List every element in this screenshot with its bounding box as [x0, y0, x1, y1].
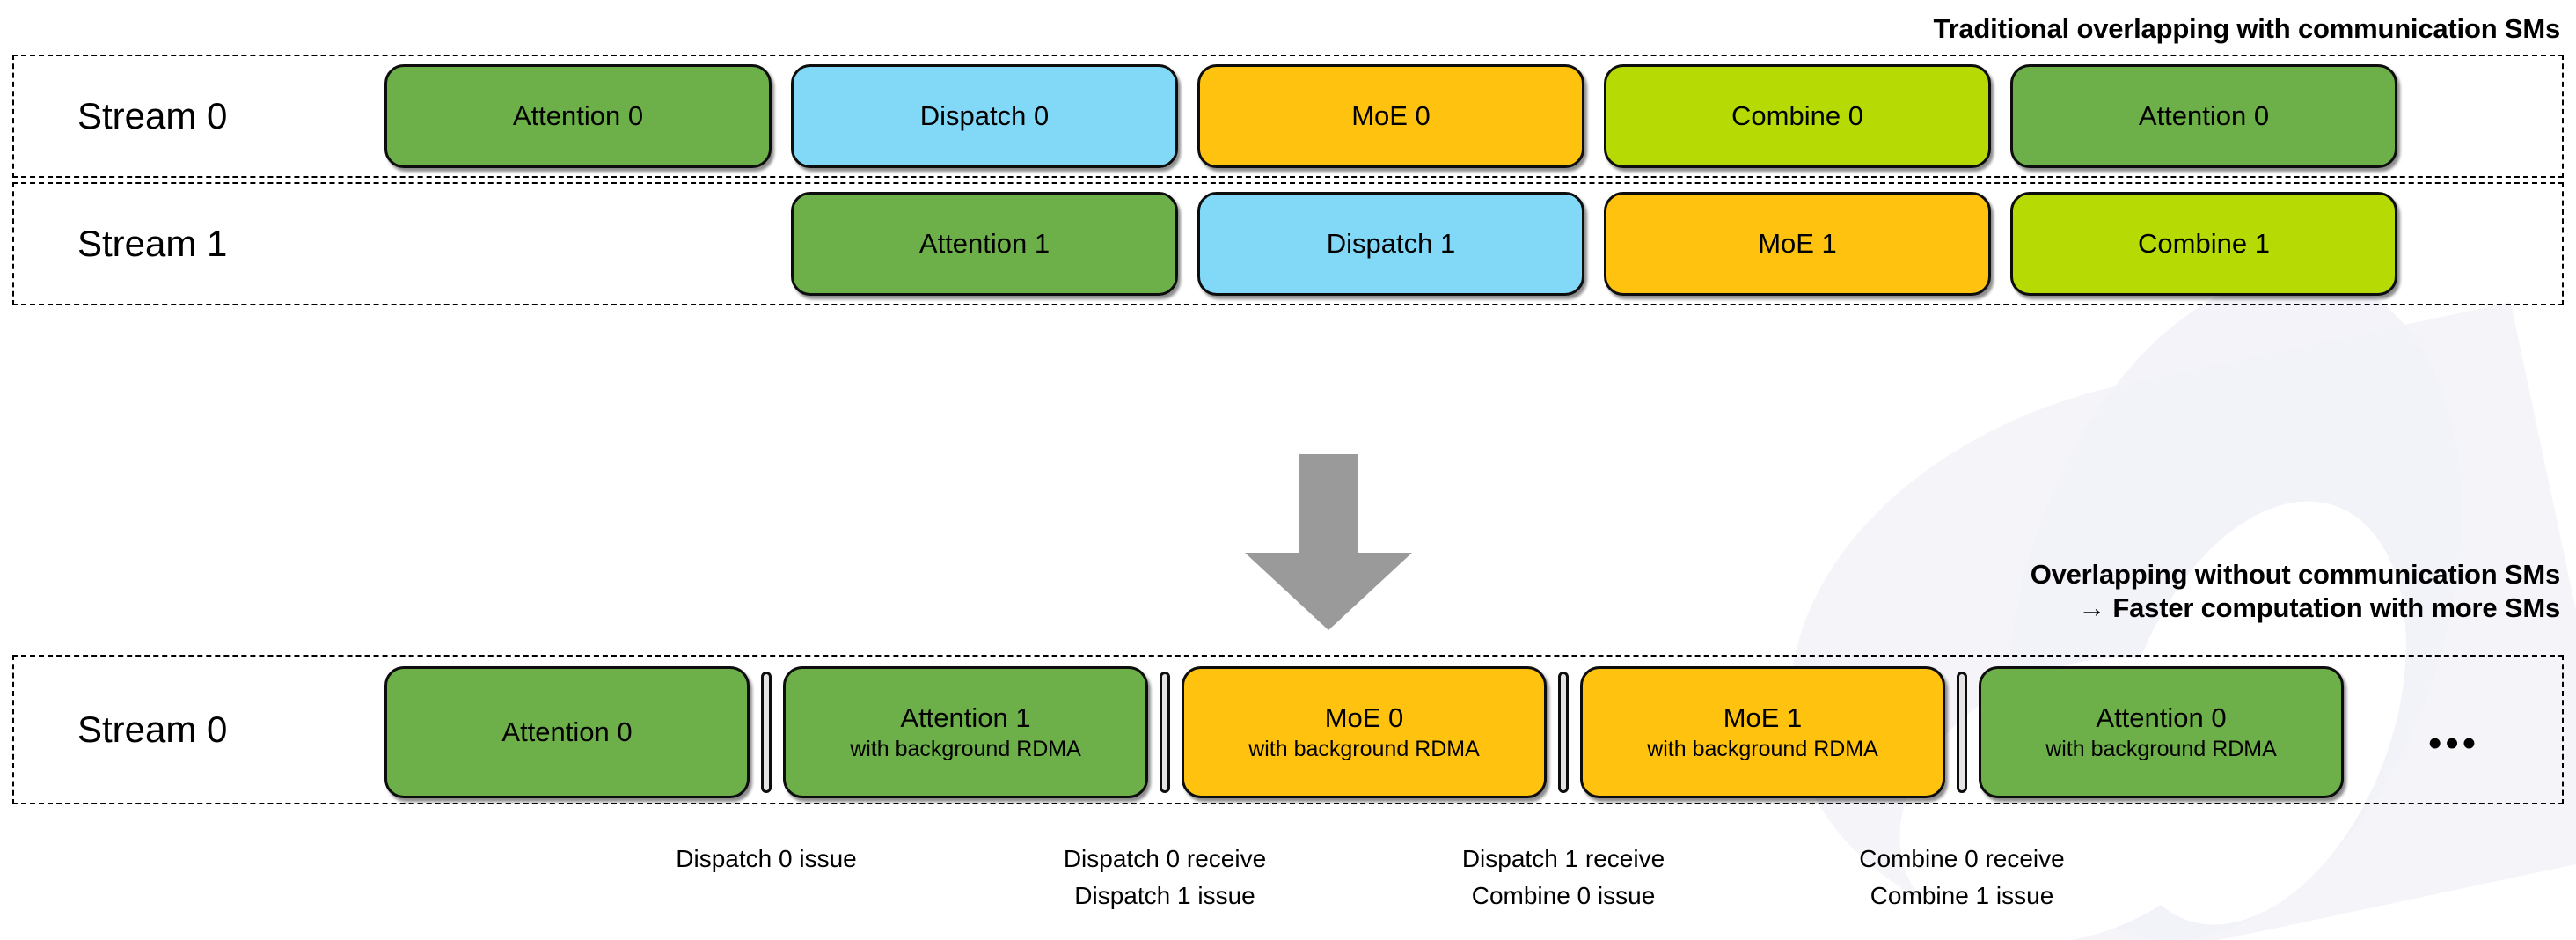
- optimized-section-heading: Overlapping without communication SMs→ F…: [2030, 558, 2561, 625]
- heading-line: Overlapping without communication SMs: [2030, 559, 2561, 590]
- task-box-combine-0[interactable]: Combine 0: [1604, 64, 1991, 168]
- task-title: Attention 0: [2138, 100, 2270, 132]
- task-box-attention-0[interactable]: Attention 0: [2010, 64, 2397, 168]
- task-title: Attention 1: [918, 228, 1050, 260]
- task-box-combine-1[interactable]: Combine 1: [2010, 192, 2397, 296]
- task-title: Dispatch 1: [1326, 228, 1456, 260]
- task-title: Combine 1: [2138, 228, 2270, 260]
- task-box-dispatch-1[interactable]: Dispatch 1: [1197, 192, 1584, 296]
- task-box-attention-1[interactable]: Attention 1: [791, 192, 1178, 296]
- heading-line: → Faster computation with more SMs: [2078, 591, 2560, 623]
- task-title: Attention 0: [501, 716, 633, 748]
- task-box-dispatch-0[interactable]: Dispatch 0: [791, 64, 1178, 168]
- task-title: Combine 0: [1731, 100, 1863, 132]
- stream-row-traditional-0: Stream 0: [12, 55, 2564, 178]
- task-title: Attention 0: [2096, 702, 2227, 734]
- stream-row-traditional-1: Stream 1: [12, 182, 2564, 305]
- task-separator-bar: [1160, 672, 1170, 793]
- task-title: Attention 0: [512, 100, 644, 132]
- task-title: Attention 1: [900, 702, 1031, 734]
- task-separator-bar: [761, 672, 772, 793]
- traditional-section-heading: Traditional overlapping with communicati…: [1933, 13, 2561, 44]
- caption-line: Dispatch 0 receive: [1063, 845, 1267, 872]
- caption-line: Combine 0 issue: [1471, 882, 1656, 909]
- caption-line: Dispatch 1 issue: [1074, 882, 1255, 909]
- stream-label: Stream 0: [77, 709, 228, 750]
- task-subtitle: with background RDMA: [2045, 736, 2277, 761]
- task-title: MoE 1: [1723, 702, 1803, 734]
- task-title: MoE 0: [1351, 100, 1431, 132]
- task-separator-bar: [1957, 672, 1967, 793]
- task-box-attention-0[interactable]: Attention 0: [384, 666, 750, 798]
- task-box-attention-0[interactable]: Attention 0: [384, 64, 772, 168]
- stream-label: Stream 0: [77, 95, 228, 136]
- caption-line: Combine 1 issue: [1870, 882, 2054, 909]
- task-separator-bar: [1558, 672, 1569, 793]
- task-subtitle: with background RDMA: [1647, 736, 1878, 761]
- down-arrow-icon: [1245, 454, 1412, 630]
- caption-line: Dispatch 1 receive: [1461, 845, 1665, 872]
- stream-label: Stream 1: [77, 223, 228, 264]
- task-title: MoE 0: [1324, 702, 1404, 734]
- task-title: Dispatch 0: [919, 100, 1050, 132]
- stream-row-optimized-0: Stream 0: [12, 655, 2564, 804]
- continuation-ellipsis: •••: [2428, 722, 2480, 765]
- caption-line: Dispatch 0 issue: [676, 845, 857, 872]
- caption-line: Combine 0 receive: [1859, 845, 2065, 872]
- task-box-moe-0[interactable]: MoE 0: [1197, 64, 1584, 168]
- task-title: MoE 1: [1758, 228, 1837, 260]
- communication-caption: Dispatch 0 issue: [676, 841, 856, 878]
- task-subtitle: with background RDMA: [850, 736, 1081, 761]
- task-subtitle: with background RDMA: [1248, 736, 1480, 761]
- task-box-moe-1[interactable]: MoE 1: [1604, 192, 1991, 296]
